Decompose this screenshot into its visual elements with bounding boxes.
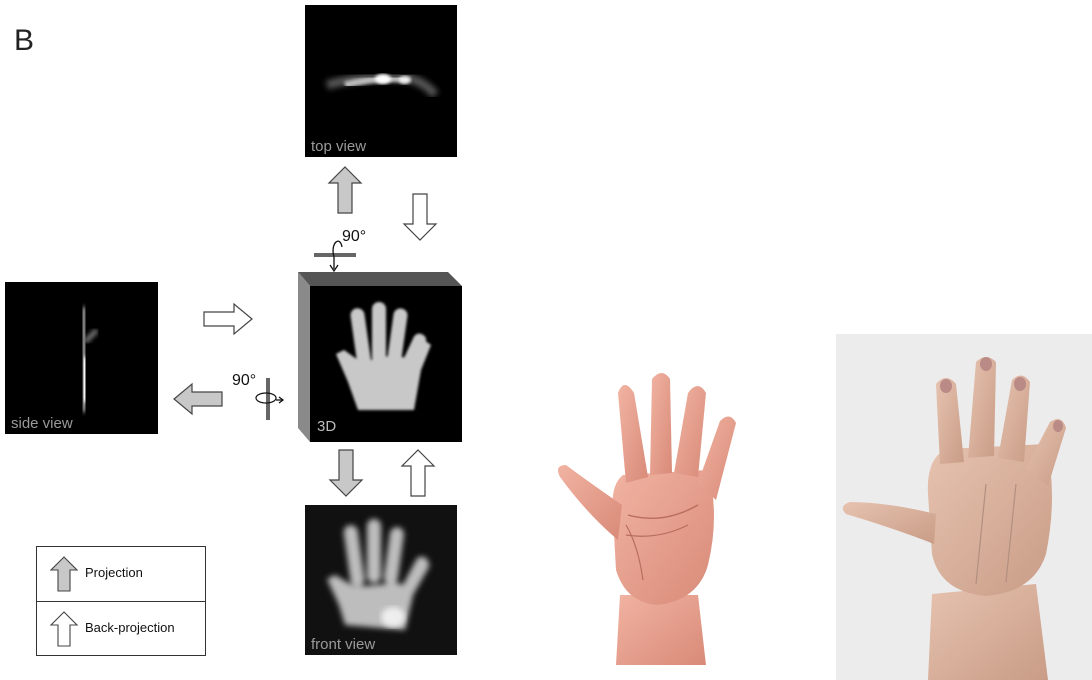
rotation-axis-side-icon [248,372,288,424]
projection-arrow-up [325,165,365,215]
cube-label: 3D [317,418,336,435]
back-of-hand-illustration [836,334,1092,680]
legend-back-projection-arrow-icon [49,610,79,648]
top-view-projection [305,5,457,157]
legend-projection-arrow-icon [49,555,79,593]
back-projection-arrow-down [400,192,440,242]
palm-hand-image [548,365,748,665]
panel-label: B [14,24,34,58]
back-projection-arrow-up [398,448,438,500]
side-view-label: side view [11,415,73,432]
back-of-hand-photo [836,334,1092,680]
front-view-image: front view [305,505,457,655]
legend: Projection Back-projection [36,546,206,656]
front-view-projection [305,505,457,655]
projection-arrow-left [172,382,224,416]
top-view-image: top view [305,5,457,157]
front-view-label: front view [311,636,375,653]
legend-back-projection-label: Back-projection [85,620,175,635]
projection-arrow-down [326,448,366,500]
side-view-image: side view [5,282,158,434]
side-view-projection [5,282,158,434]
rotation-top-label: 90° [342,228,366,246]
legend-projection-label: Projection [85,565,143,580]
legend-row-back-projection: Back-projection [37,601,205,655]
top-view-label: top view [311,138,366,155]
back-projection-arrow-right [202,302,254,336]
legend-row-projection: Projection [37,547,205,600]
